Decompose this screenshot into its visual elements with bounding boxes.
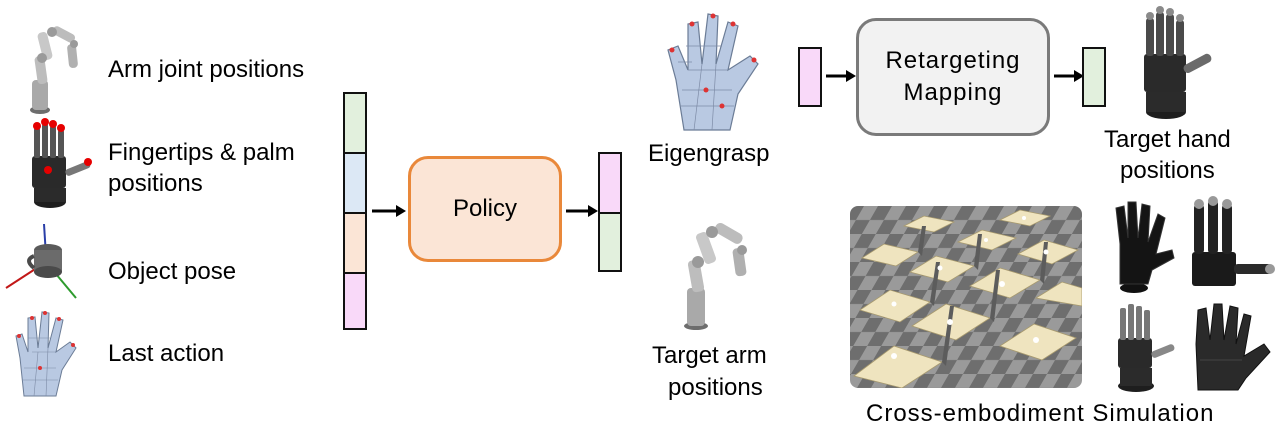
simulation-grid-image [850, 206, 1082, 388]
arrow-from-retargeting [1054, 70, 1084, 82]
robot-hand-icon [32, 118, 92, 208]
simulation-caption: Cross-embodiment Simulation [866, 400, 1215, 427]
policy-box: Policy [408, 156, 562, 262]
object-pose-label: Object pose [108, 258, 237, 285]
mesh-hand-icon [15, 311, 77, 397]
last-action-label: Last action [108, 340, 225, 367]
arrow-to-retargeting [826, 70, 856, 82]
action-vector-arm-segment [598, 212, 622, 272]
hand-variant-icon [1115, 201, 1175, 293]
eigengrasp-label: Eigengrasp [648, 140, 770, 167]
policy-label: Policy [452, 195, 518, 222]
eigengrasp-mesh-hand-icon [667, 13, 759, 131]
target-hand-label-line1: Target hand [1104, 126, 1231, 153]
action-vector-eigengrasp-segment [598, 152, 622, 214]
obs-vector-action-segment [343, 272, 367, 330]
robot-arm-icon [30, 26, 78, 114]
eigengrasp-input-vector [798, 47, 822, 107]
hand-variant-icon [1118, 304, 1175, 392]
target-hand-output-vector [1082, 47, 1106, 107]
target-hand-label-line2: positions [1120, 157, 1215, 184]
target-arm-icon [684, 223, 747, 330]
retargeting-label-line2: Mapping [903, 79, 1003, 106]
obs-vector-fingertips-segment [343, 152, 367, 214]
target-arm-label-line2: positions [668, 374, 763, 401]
obs-vector-object-segment [343, 212, 367, 274]
arrow-policy-to-action [566, 205, 598, 217]
arm-joint-positions-label: Arm joint positions [108, 56, 305, 83]
fingertips-palm-label-line1: Fingertips & palm [108, 139, 295, 166]
object-pose-axes-icon [5, 223, 77, 299]
retargeting-mapping-box: Retargeting Mapping [856, 18, 1050, 136]
fingertips-palm-label-line2: positions [108, 170, 203, 197]
target-hand-icon [1144, 6, 1212, 119]
hand-variant-icon [1195, 303, 1271, 391]
obs-vector-arm-segment [343, 92, 367, 154]
retargeting-label-line1: Retargeting [885, 47, 1021, 74]
arrow-obs-to-policy [372, 205, 406, 217]
hand-variant-icon [1192, 196, 1275, 286]
target-arm-label-line1: Target arm [652, 342, 767, 369]
